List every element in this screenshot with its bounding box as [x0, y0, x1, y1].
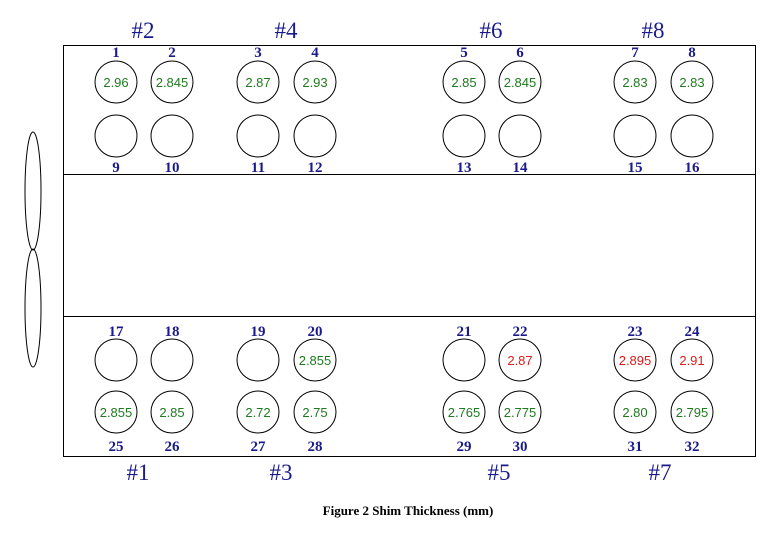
shim-number-5: 5	[460, 45, 468, 61]
shim-number-6: 6	[516, 45, 524, 61]
shim-circle-18	[150, 338, 194, 382]
shim-number-16: 16	[685, 160, 701, 176]
shim-circle-27	[236, 390, 280, 434]
shim-value-8: 2.83	[679, 75, 704, 90]
shim-group: 1 2.96 2 2.845 3 2.87 4 2.93 5 2.85 6 2.845 7 2.83 8 2.…	[94, 45, 714, 455]
shim-number-7: 7	[631, 45, 639, 61]
cylinder-label-bottom-2: #3	[270, 460, 293, 485]
shim-value-29: 2.765	[448, 405, 481, 420]
cylinder-label-bottom-4: #7	[649, 460, 672, 485]
shim-circle-5	[442, 60, 486, 104]
shim-circle-20	[293, 338, 337, 382]
shim-number-12: 12	[308, 160, 323, 176]
shim-circle-10	[150, 114, 194, 158]
shim-number-1: 1	[112, 45, 120, 61]
shim-number-25: 25	[109, 439, 124, 455]
shim-value-28: 2.75	[302, 405, 327, 420]
shim-circle-19	[236, 338, 280, 382]
shim-value-22: 2.87	[507, 353, 532, 368]
pulley-ellipse-lower	[24, 248, 42, 368]
cylinder-label-top-3: #6	[480, 18, 503, 43]
shim-value-6: 2.845	[504, 75, 537, 90]
shim-circle-29	[442, 390, 486, 434]
shim-circle-4	[293, 60, 337, 104]
shim-number-3: 3	[254, 45, 262, 61]
engine-outline	[63, 45, 756, 457]
shim-circle-2	[150, 60, 194, 104]
shim-value-31: 2.80	[622, 405, 647, 420]
shim-circle-21	[442, 338, 486, 382]
shim-circle-8	[670, 60, 714, 104]
shim-number-28: 28	[308, 439, 323, 455]
shim-number-2: 2	[168, 45, 176, 61]
shim-value-3: 2.87	[245, 75, 270, 90]
shim-number-8: 8	[688, 45, 696, 61]
shim-number-13: 13	[457, 160, 472, 176]
cylinder-label-top-1: #2	[132, 18, 155, 43]
shim-circle-3	[236, 60, 280, 104]
shim-number-21: 21	[457, 324, 472, 340]
shim-number-14: 14	[513, 160, 529, 176]
shim-circle-17	[94, 338, 138, 382]
shim-circle-14	[498, 114, 542, 158]
shim-value-27: 2.72	[245, 405, 270, 420]
shim-value-5: 2.85	[451, 75, 476, 90]
shim-value-1: 2.96	[103, 75, 128, 90]
shim-number-4: 4	[311, 45, 319, 61]
shim-circle-23	[613, 338, 657, 382]
shim-circle-9	[94, 114, 138, 158]
shim-number-29: 29	[457, 439, 472, 455]
shim-number-20: 20	[308, 324, 323, 340]
shim-value-23: 2.895	[619, 353, 652, 368]
shim-circle-13	[442, 114, 486, 158]
shim-value-4: 2.93	[302, 75, 327, 90]
shim-value-20: 2.855	[299, 353, 332, 368]
shim-number-9: 9	[112, 160, 120, 176]
shim-number-31: 31	[628, 439, 643, 455]
shim-circle-25	[94, 390, 138, 434]
cylinder-label-top-4: #8	[642, 18, 665, 43]
shim-number-26: 26	[165, 439, 181, 455]
shim-number-30: 30	[513, 439, 528, 455]
figure-caption: Figure 2 Shim Thickness (mm)	[323, 503, 494, 518]
shim-number-10: 10	[165, 160, 180, 176]
shim-circle-26	[150, 390, 194, 434]
shim-circle-6	[498, 60, 542, 104]
shim-circle-1	[94, 60, 138, 104]
shim-circle-28	[293, 390, 337, 434]
shim-circle-15	[613, 114, 657, 158]
shim-value-32: 2.795	[676, 405, 709, 420]
shim-number-15: 15	[628, 160, 643, 176]
shim-value-7: 2.83	[622, 75, 647, 90]
shim-value-30: 2.775	[504, 405, 537, 420]
shim-number-27: 27	[251, 439, 267, 455]
shim-value-25: 2.855	[100, 405, 133, 420]
shim-number-18: 18	[165, 324, 180, 340]
shim-circle-7	[613, 60, 657, 104]
shim-circle-31	[613, 390, 657, 434]
shim-circle-30	[498, 390, 542, 434]
pulley-ellipse-upper	[24, 131, 42, 251]
shim-circle-32	[670, 390, 714, 434]
shim-value-2: 2.845	[156, 75, 189, 90]
shim-circle-12	[293, 114, 337, 158]
shim-number-11: 11	[251, 160, 265, 176]
shim-number-23: 23	[628, 324, 643, 340]
shim-circle-22	[498, 338, 542, 382]
shim-number-32: 32	[685, 439, 700, 455]
cylinder-label-top-2: #4	[275, 18, 299, 43]
shim-number-19: 19	[251, 324, 266, 340]
shim-value-24: 2.91	[679, 353, 704, 368]
shim-circle-11	[236, 114, 280, 158]
shim-number-24: 24	[685, 324, 701, 340]
shim-number-17: 17	[109, 324, 125, 340]
shim-number-22: 22	[513, 324, 528, 340]
shim-value-26: 2.85	[159, 405, 184, 420]
shim-circle-16	[670, 114, 714, 158]
cylinder-label-bottom-3: #5	[488, 460, 511, 485]
shim-circle-24	[670, 338, 714, 382]
cylinder-label-bottom-1: #1	[127, 460, 150, 485]
